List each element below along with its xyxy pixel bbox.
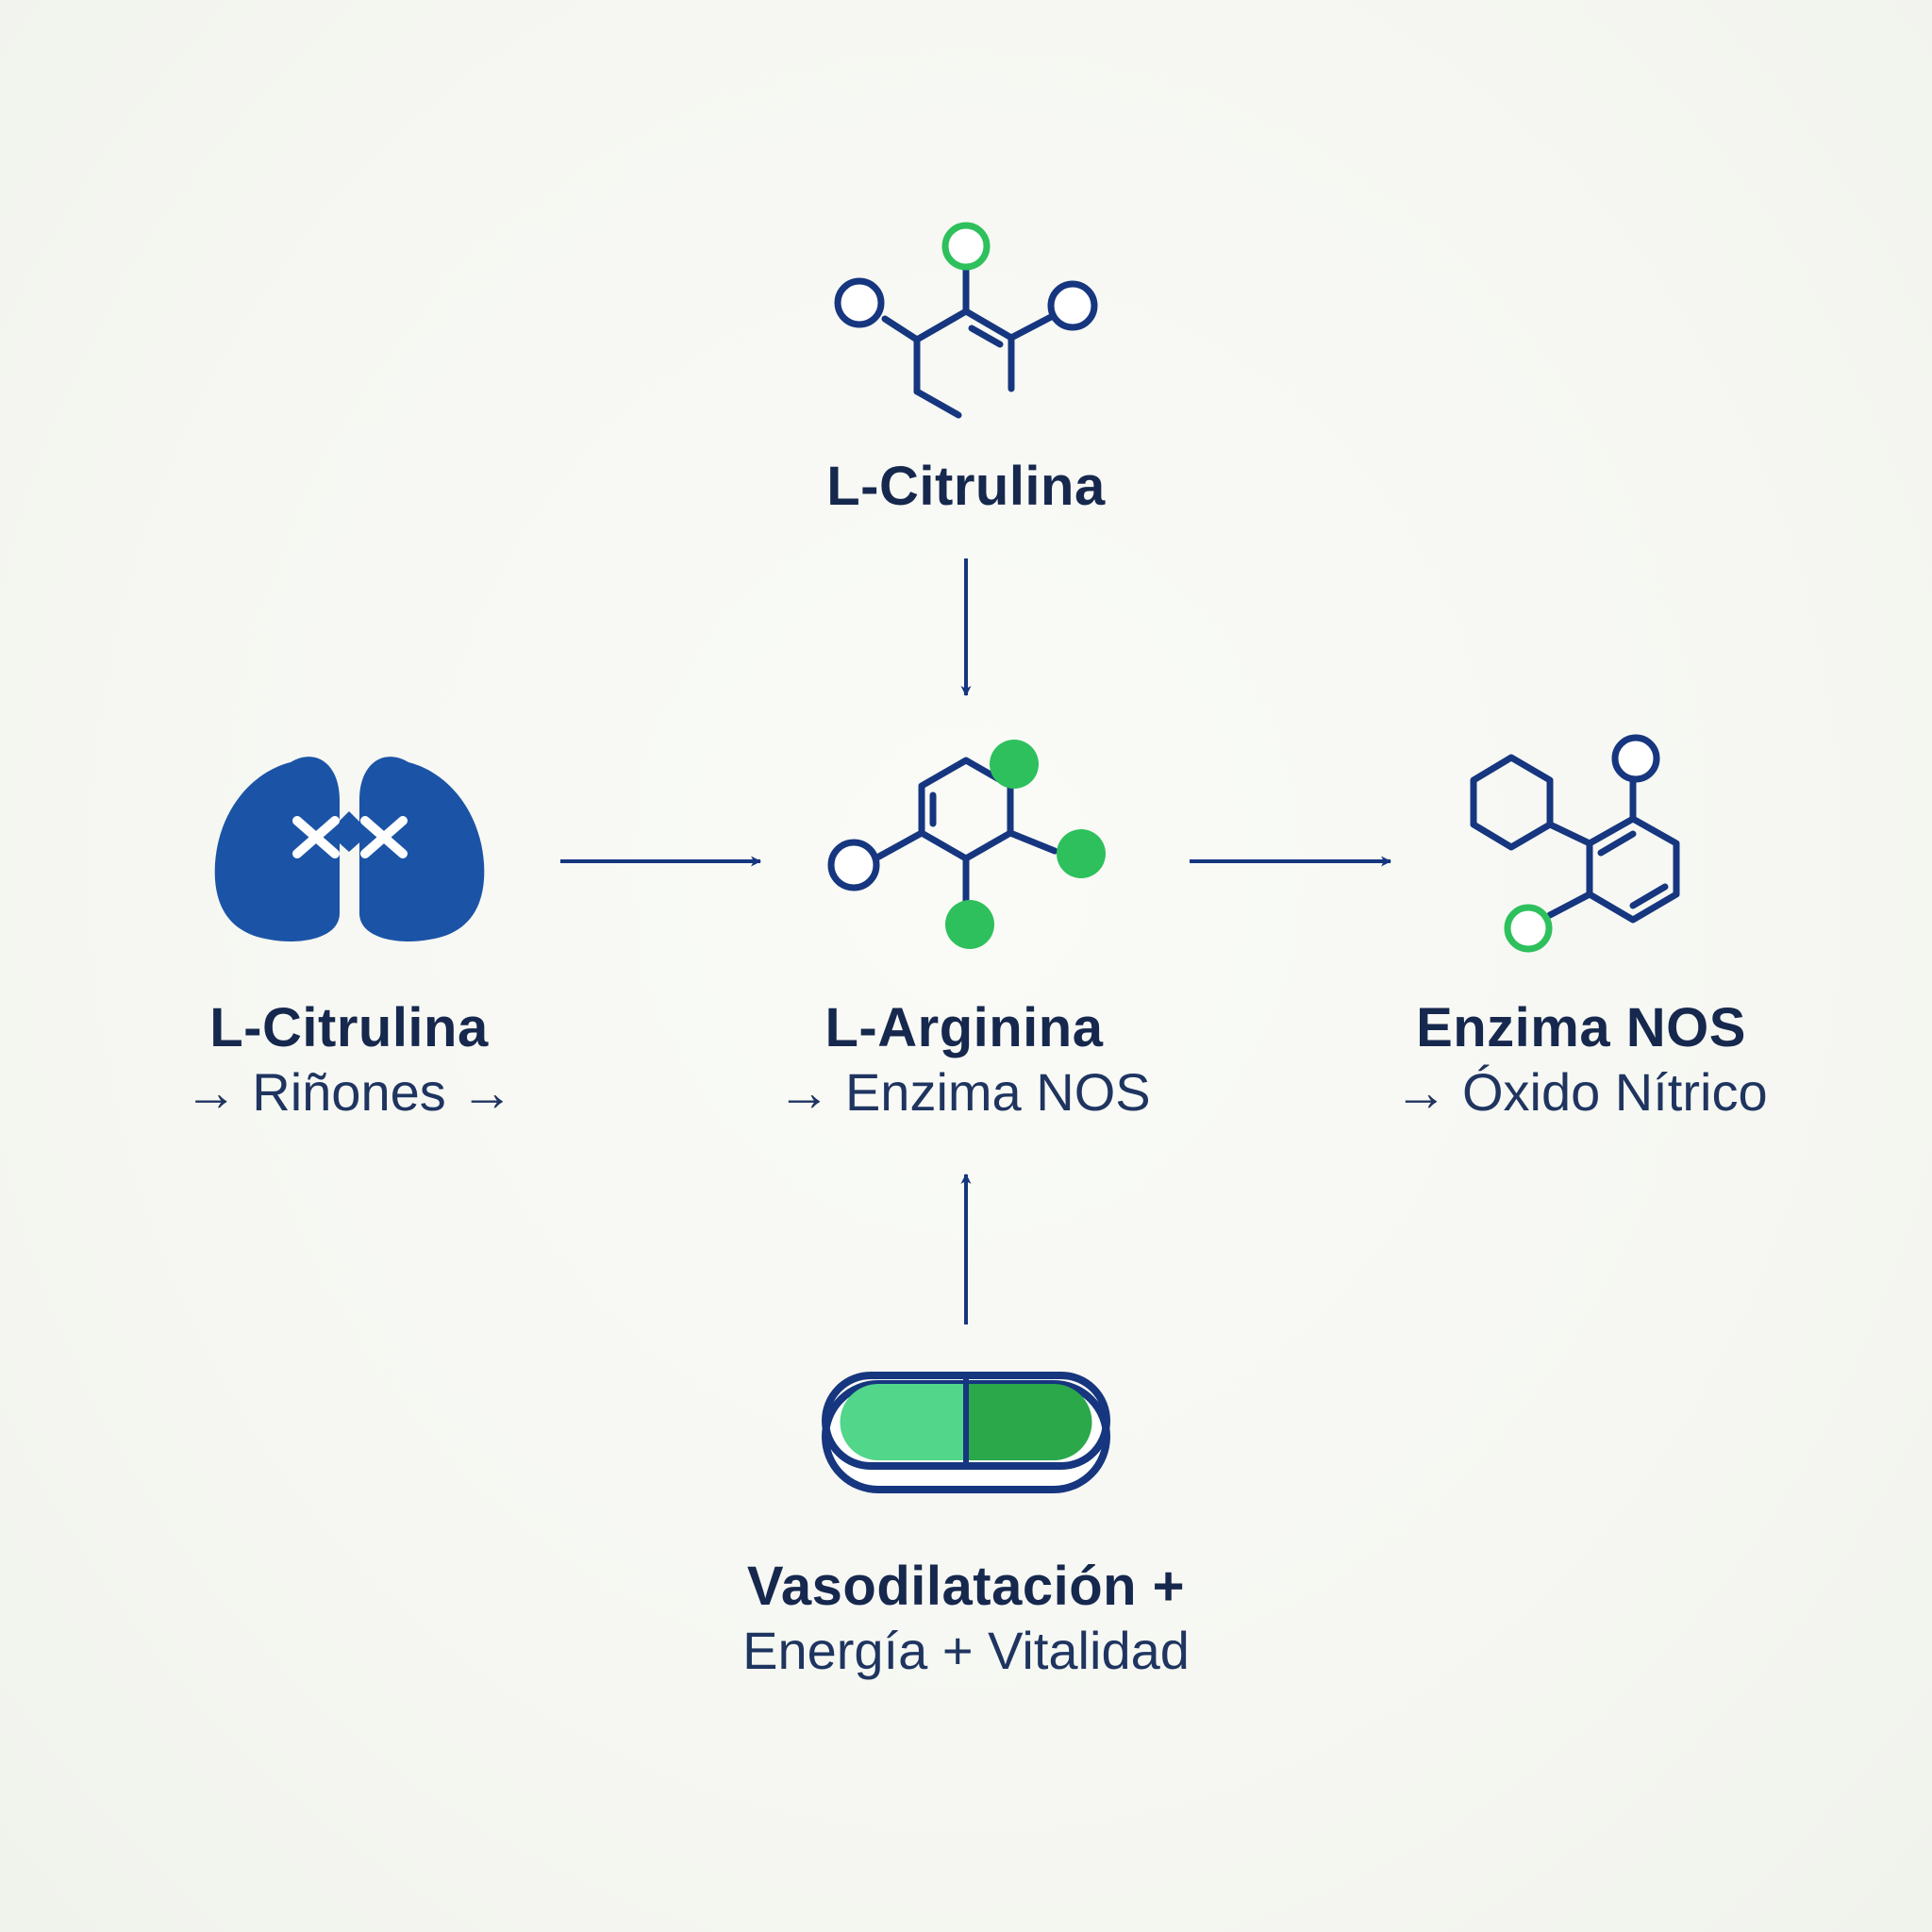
bottom-node-subtitle: Energía + Vitalidad (742, 1621, 1190, 1680)
left-node-subtitle: → Riñones → (184, 1062, 514, 1122)
right-node-label: Enzima NOS → Óxido Nítrico (1394, 996, 1767, 1124)
top-node-title: L-Citrulina (826, 456, 1106, 517)
top-molecule-icon (834, 222, 1098, 419)
bottom-node-label: Vasodilatación + Energía + Vitalidad (742, 1555, 1190, 1683)
center-molecule-icon (827, 740, 1106, 949)
left-node-label: L-Citrulina → Riñones → (185, 996, 514, 1124)
capsule-icon (822, 1372, 1110, 1493)
right-node-title: Enzima NOS (1416, 997, 1746, 1058)
top-node-label: L-Citrulina (826, 455, 1105, 519)
left-node-title: L-Citrulina (209, 997, 489, 1058)
center-node-subtitle: → Enzima NOS (777, 1062, 1151, 1122)
lungs-icon (214, 757, 485, 941)
bottom-node-title: Vasodilatación + (746, 1556, 1186, 1617)
center-node-label: L-Arginina → Enzima NOS (777, 996, 1150, 1124)
right-molecule-icon (1470, 734, 1680, 953)
center-node-title: L-Arginina (824, 997, 1104, 1058)
right-node-subtitle: → Óxido Nítrico (1394, 1062, 1768, 1122)
